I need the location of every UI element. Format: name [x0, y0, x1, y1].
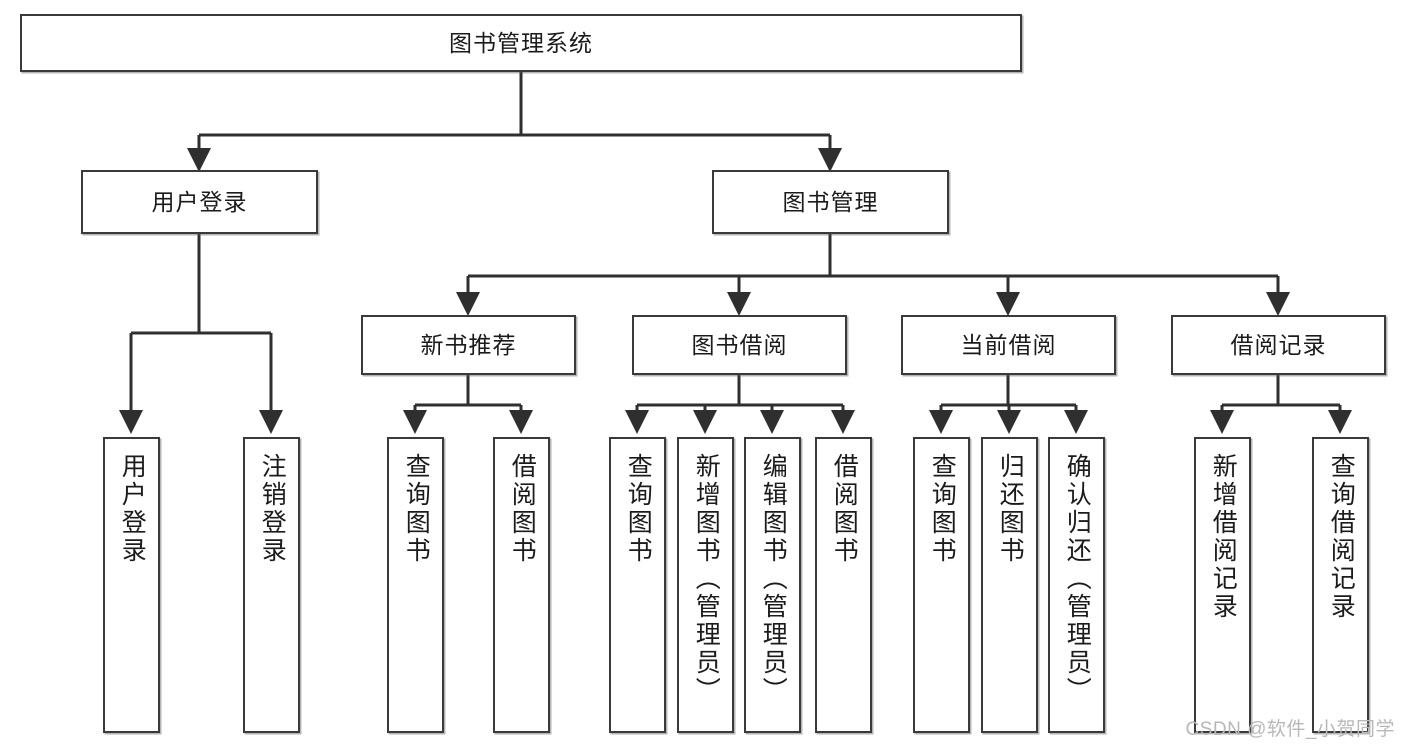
node-leaf-return-book[interactable]: 归还图书 — [981, 437, 1038, 733]
node-leaf-edit-book-label: 编辑图书（管理员） — [759, 453, 788, 705]
node-borrow-record[interactable]: 借阅记录 — [1171, 315, 1386, 375]
node-leaf-add-book-label: 新增图书（管理员） — [692, 453, 721, 705]
node-leaf-borrow-book-1[interactable]: 借阅图书 — [493, 437, 550, 733]
node-new-book-rec-label: 新书推荐 — [420, 331, 517, 358]
node-leaf-user-login[interactable]: 用户登录 — [103, 437, 160, 733]
node-root[interactable]: 图书管理系统 — [20, 14, 1022, 72]
node-leaf-edit-book[interactable]: 编辑图书（管理员） — [744, 437, 801, 733]
node-leaf-borrow-book-2[interactable]: 借阅图书 — [815, 437, 872, 733]
node-book-borrow[interactable]: 图书借阅 — [632, 315, 847, 375]
node-leaf-query-book-2[interactable]: 查询图书 — [609, 437, 666, 733]
node-leaf-query-book-3-label: 查询图书 — [928, 453, 957, 565]
node-leaf-add-record[interactable]: 新增借阅记录 — [1194, 437, 1251, 733]
node-current-borrow-label: 当前借阅 — [960, 331, 1057, 358]
node-leaf-user-login-label: 用户登录 — [118, 453, 147, 565]
node-book-manage[interactable]: 图书管理 — [712, 170, 949, 234]
node-leaf-query-book-3[interactable]: 查询图书 — [913, 437, 970, 733]
node-leaf-borrow-book-1-label: 借阅图书 — [508, 453, 537, 565]
node-user-login[interactable]: 用户登录 — [81, 170, 318, 234]
node-leaf-query-record[interactable]: 查询借阅记录 — [1312, 437, 1369, 733]
node-leaf-user-logout-label: 注销登录 — [258, 453, 287, 565]
node-new-book-rec[interactable]: 新书推荐 — [361, 315, 576, 375]
node-leaf-borrow-book-2-label: 借阅图书 — [830, 453, 859, 565]
node-leaf-query-book-1[interactable]: 查询图书 — [387, 437, 444, 733]
node-leaf-query-record-label: 查询借阅记录 — [1327, 453, 1356, 621]
node-borrow-record-label: 借阅记录 — [1230, 331, 1327, 358]
node-leaf-confirm-return[interactable]: 确认归还（管理员） — [1048, 437, 1105, 733]
node-leaf-user-logout[interactable]: 注销登录 — [243, 437, 300, 733]
node-leaf-query-book-1-label: 查询图书 — [402, 453, 431, 565]
node-root-label: 图书管理系统 — [449, 29, 593, 56]
node-leaf-query-book-2-label: 查询图书 — [624, 453, 653, 565]
node-book-manage-label: 图书管理 — [782, 188, 879, 215]
node-leaf-add-book[interactable]: 新增图书（管理员） — [677, 437, 734, 733]
node-leaf-confirm-return-label: 确认归还（管理员） — [1063, 453, 1092, 705]
node-user-login-label: 用户登录 — [151, 188, 248, 215]
csdn-watermark: CSDN @软件_小贺同学 — [1185, 719, 1395, 740]
node-leaf-add-record-label: 新增借阅记录 — [1209, 453, 1238, 621]
node-book-borrow-label: 图书借阅 — [691, 331, 788, 358]
node-leaf-return-book-label: 归还图书 — [996, 453, 1025, 565]
node-current-borrow[interactable]: 当前借阅 — [901, 315, 1116, 375]
